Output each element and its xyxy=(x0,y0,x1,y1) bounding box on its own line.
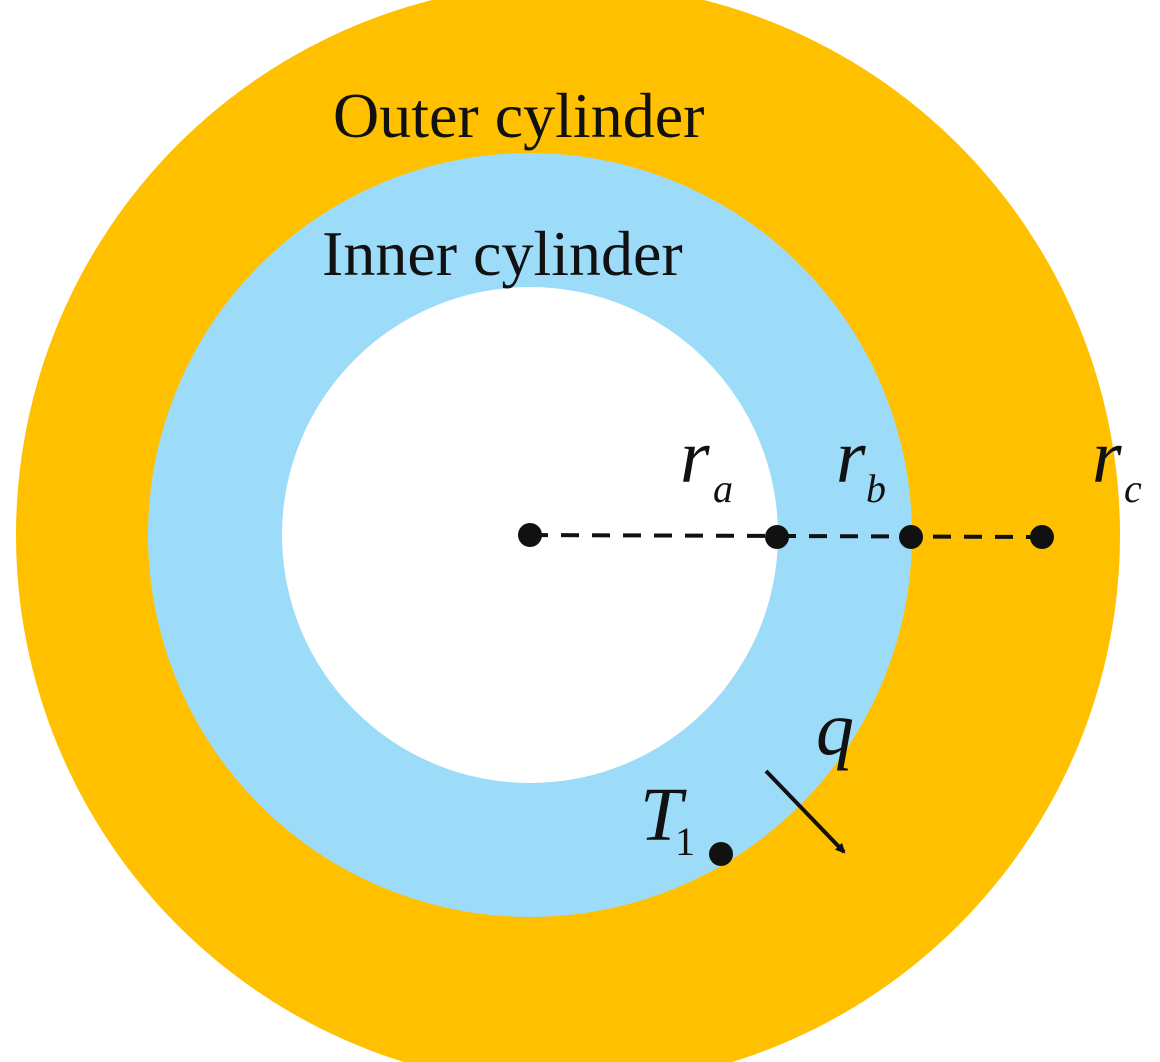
rc-symbol: r xyxy=(1092,415,1122,499)
rb-label: r b xyxy=(836,415,886,511)
outer-cylinder-label: Outer cylinder xyxy=(333,80,704,151)
t1-point xyxy=(709,842,733,866)
ra-label: r a xyxy=(680,415,733,511)
heat-flux-label: q xyxy=(816,687,854,771)
rb-subscript: b xyxy=(866,466,886,511)
center-point xyxy=(518,523,542,547)
t1-label: T 1 xyxy=(640,773,695,864)
rc-point xyxy=(1030,525,1054,549)
ra-symbol: r xyxy=(680,415,710,499)
rc-label: r c xyxy=(1092,415,1142,511)
rb-symbol: r xyxy=(836,415,866,499)
t1-subscript: 1 xyxy=(675,819,695,864)
rc-subscript: c xyxy=(1124,466,1142,511)
inner-cylinder-label: Inner cylinder xyxy=(322,218,683,289)
ra-subscript: a xyxy=(713,466,733,511)
t1-symbol: T xyxy=(640,773,687,857)
rb-point xyxy=(899,525,923,549)
heat-flux-arrow xyxy=(764,769,846,854)
ra-point xyxy=(765,525,789,549)
